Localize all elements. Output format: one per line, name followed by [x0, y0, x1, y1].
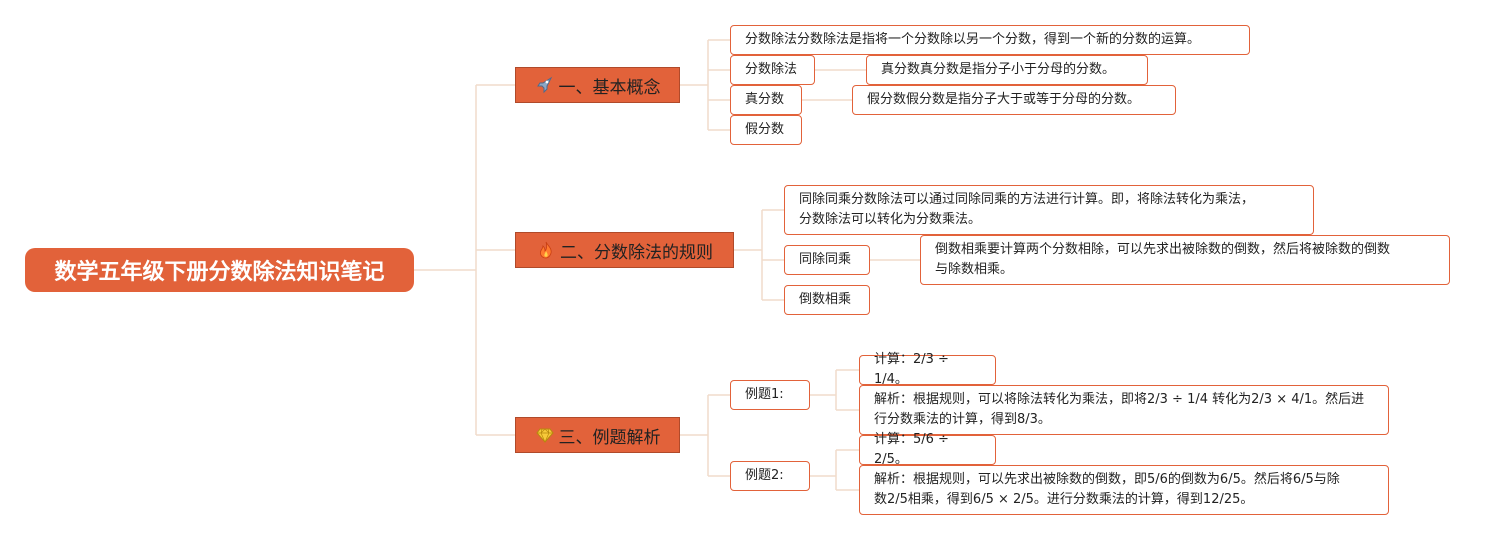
topic-same-divide-multiply-rule[interactable]: 同除同乘分数除法可以通过同除同乘的方法进行计算。即，将除法转化为乘法， 分数除法…: [784, 185, 1314, 235]
branch-division-rules[interactable]: 二、分数除法的规则: [515, 232, 734, 268]
connector-branch1: [680, 39, 730, 131]
connector-example1: [810, 369, 859, 411]
topic-improper-fraction[interactable]: 假分数: [730, 115, 802, 145]
detail-improper-fraction[interactable]: 假分数假分数是指分子大于或等于分母的分数。: [852, 85, 1176, 115]
topic-same-divide-multiply[interactable]: 同除同乘: [784, 245, 870, 275]
branch-title: 一、基本概念: [558, 77, 661, 98]
branch-basic-concepts[interactable]: 一、基本概念: [515, 67, 680, 103]
detail-reciprocal-multiply[interactable]: 倒数相乘要计算两个分数相除，可以先求出被除数的倒数，然后将被除数的倒数 与除数相…: [920, 235, 1450, 285]
diamond-icon: [535, 425, 555, 445]
connector-branch2: [734, 209, 784, 301]
branch-title: 二、分数除法的规则: [560, 242, 713, 263]
connector-branch3: [680, 394, 730, 477]
topic-reciprocal-multiply[interactable]: 倒数相乘: [784, 285, 870, 315]
root-title: 数学五年级下册分数除法知识笔记: [54, 260, 385, 285]
example-1-calculation[interactable]: 计算：2/3 ÷ 1/4。: [859, 352, 996, 387]
example-2-analysis[interactable]: 解析：根据规则，可以先求出被除数的倒数，即5/6的倒数为6/5。然后将6/5与除…: [859, 465, 1389, 515]
example-1-analysis[interactable]: 解析：根据规则，可以将除法转化为乘法，即将2/3 ÷ 1/4 转化为2/3 × …: [859, 385, 1389, 435]
branch-title: 三、例题解析: [558, 427, 661, 448]
example-2-calculation[interactable]: 计算：5/6 ÷ 2/5。: [859, 432, 996, 467]
fire-icon: [536, 240, 556, 260]
connector-branch1-detail: [802, 69, 866, 101]
connector-example2: [810, 449, 859, 491]
connector-root-branch: [414, 84, 515, 436]
topic-fraction-division[interactable]: 分数除法: [730, 55, 815, 85]
rocket-icon: [535, 75, 555, 95]
example-1[interactable]: 例题1:: [730, 380, 810, 410]
root-node[interactable]: 数学五年级下册分数除法知识笔记: [25, 248, 414, 292]
detail-proper-fraction[interactable]: 真分数真分数是指分子小于分母的分数。: [866, 55, 1148, 85]
topic-fraction-division-definition[interactable]: 分数除法分数除法是指将一个分数除以另一个分数，得到一个新的分数的运算。: [730, 25, 1250, 55]
example-2[interactable]: 例题2:: [730, 461, 810, 491]
branch-example-analysis[interactable]: 三、例题解析: [515, 417, 680, 453]
topic-proper-fraction[interactable]: 真分数: [730, 85, 802, 115]
